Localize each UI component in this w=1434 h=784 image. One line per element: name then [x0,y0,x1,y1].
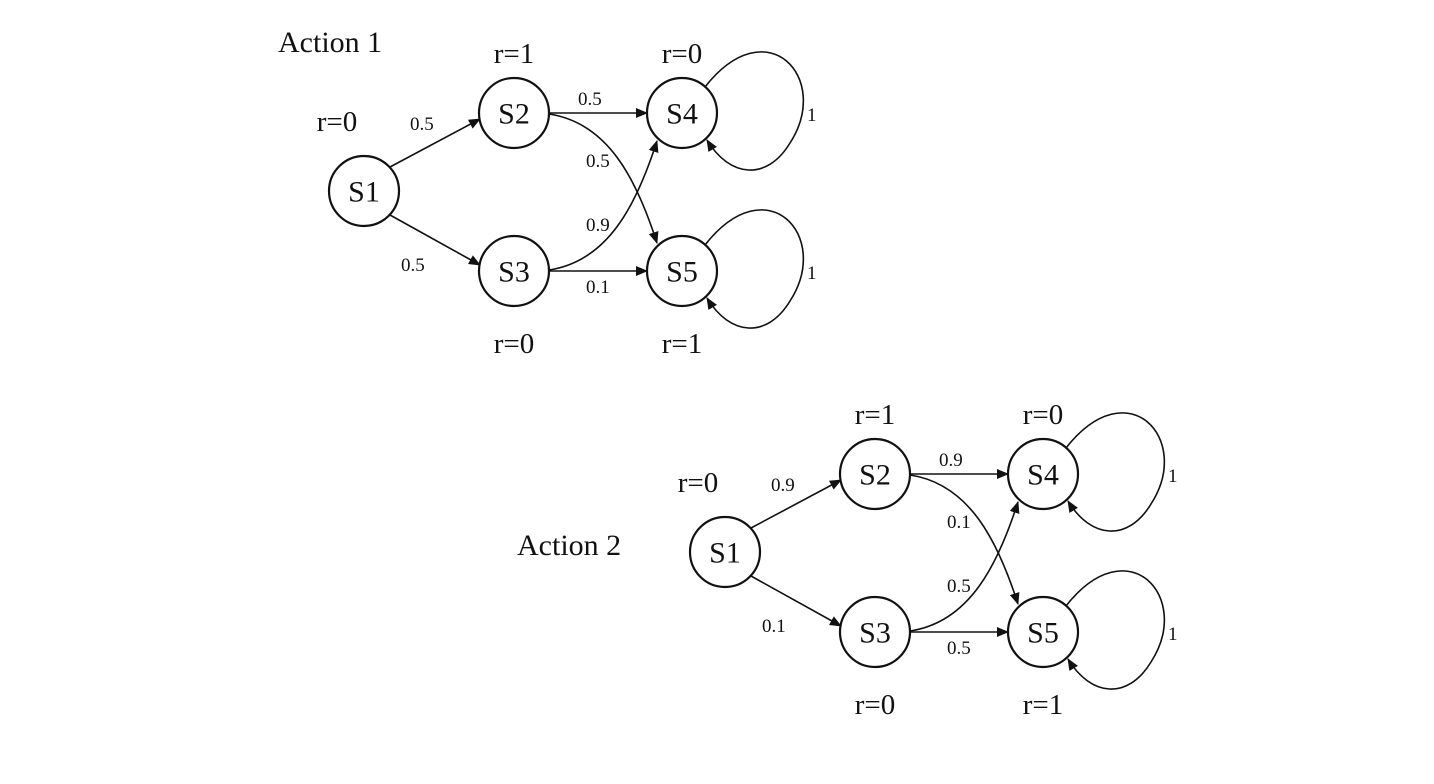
transition-arrow-s1-s3 [750,575,842,627]
transition-probability: 0.5 [578,89,602,110]
state-label: S3 [859,617,891,650]
transition-probability: 0.5 [401,255,425,276]
transition-arrow-s1-s2 [750,479,842,529]
reward-label: r=0 [1023,399,1064,431]
state-node-s3 [838,595,912,669]
transition-arrow-s1-s3 [389,214,481,266]
transition-probability: 0.5 [586,151,610,172]
transition-probability: 0.9 [939,450,963,471]
transition-arrow-s4-s4 [1065,412,1166,532]
transition-probability: 0.1 [762,616,786,637]
transition-probability: 0.5 [947,638,971,659]
reward-label: r=0 [494,328,535,360]
transition-probability: 0.9 [586,215,610,236]
transition-arrow-s3-s4 [548,140,659,271]
reward-label: r=0 [317,106,358,138]
state-node-s2 [838,437,912,511]
transition-arrow-s3-s4 [909,501,1020,632]
transition-probability: 0.1 [586,277,610,298]
transition-probability: 1 [1168,624,1178,645]
state-label: S2 [498,98,530,131]
state-node-s1 [327,154,401,228]
state-node-s3 [477,234,551,308]
transition-probability: 1 [807,263,817,284]
state-label: S5 [666,256,698,289]
transition-arrow-s1-s2 [389,118,481,168]
transition-arrow-s5-s5 [704,209,805,329]
state-node-s1 [688,515,762,589]
transition-probability: 0.5 [410,114,434,135]
state-node-s5 [1006,595,1080,669]
transition-probability: 1 [807,105,817,126]
state-label: S4 [1027,459,1059,492]
reward-label: r=1 [1023,689,1064,721]
transition-probability: 1 [1168,466,1178,487]
reward-label: r=1 [662,328,703,360]
transition-probability: 0.5 [947,576,971,597]
transition-arrow-s2-s5 [909,474,1020,605]
state-label: S4 [666,98,698,131]
reward-label: r=1 [855,399,896,431]
reward-label: r=1 [494,38,535,70]
state-node-s5 [645,234,719,308]
transition-probability: 0.1 [947,512,971,533]
state-label: S1 [348,176,380,209]
state-node-s4 [1006,437,1080,511]
reward-label: r=0 [662,38,703,70]
state-label: S3 [498,256,530,289]
state-label: S1 [709,537,741,570]
state-label: S2 [859,459,891,492]
reward-label: r=0 [678,467,719,499]
state-node-s4 [645,76,719,150]
diagram-title: Action 1 [278,26,382,59]
diagram-title: Action 2 [517,529,621,562]
state-label: S5 [1027,617,1059,650]
reward-label: r=0 [855,689,896,721]
transition-arrow-s4-s4 [704,51,805,171]
state-node-s2 [477,76,551,150]
transition-arrow-s2-s5 [548,113,659,244]
transition-arrow-s5-s5 [1065,570,1166,690]
transition-probability: 0.9 [771,475,795,496]
